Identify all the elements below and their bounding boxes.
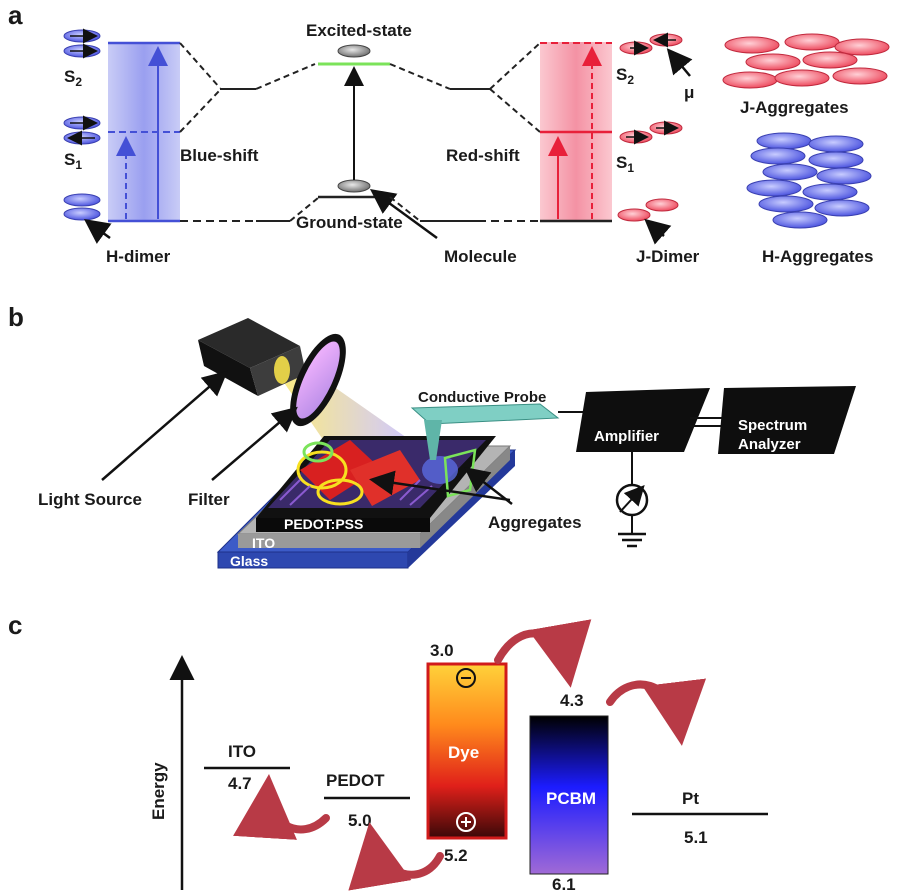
dye-bottom-value: 5.2: [444, 846, 468, 865]
glass-layer-label: Glass: [230, 553, 268, 569]
h-dimer-label: H-dimer: [106, 247, 171, 266]
pcbm-to-pt-arrow: [606, 678, 707, 746]
aggregates-pointer-1: [369, 470, 511, 502]
s2-right-label: S2: [616, 65, 634, 87]
dye-to-pedot-arrow: [348, 822, 444, 891]
electron-icon: [456, 668, 476, 688]
s1-left-label: S1: [64, 150, 82, 172]
j-dimer-label: J-Dimer: [636, 247, 700, 266]
pedot-pss-label: PEDOT:PSS: [284, 516, 363, 532]
ammeter-needle: [619, 485, 645, 513]
ground-state-label: Ground-state: [296, 213, 403, 232]
blue-shift-label: Blue-shift: [180, 146, 259, 165]
filter-label: Filter: [188, 490, 230, 509]
s2-left-label: S2: [64, 67, 82, 89]
ito-value: 4.7: [228, 774, 252, 793]
filter-icon: [290, 333, 346, 427]
pcbm-top-value: 4.3: [560, 691, 584, 710]
amplifier-label: Amplifier: [594, 428, 659, 445]
excited-molecule-icon: [337, 44, 371, 58]
h-dimer-pointer-arrow: [83, 219, 112, 244]
panel-a: a S2 S1 Blue-shift: [8, 0, 890, 266]
j-aggregates-icon: [722, 33, 890, 89]
spectrum-analyzer-box: [718, 386, 856, 454]
dye-top-value: 3.0: [430, 641, 454, 660]
transfer-arrows: [233, 619, 707, 891]
panel-a-letter: a: [8, 0, 23, 30]
ground-molecule-icon: [337, 179, 371, 193]
mu-label: μ: [684, 83, 694, 102]
excited-state-label: Excited-state: [306, 21, 412, 40]
molecule-pointer-arrow: [369, 189, 438, 240]
light-source-label: Light Source: [38, 490, 142, 509]
ito-label: ITO: [228, 742, 256, 761]
panel-b-letter: b: [8, 302, 24, 332]
filter-pointer: [211, 406, 298, 481]
conductive-probe-icon: [410, 403, 586, 460]
molecule-label: Molecule: [444, 247, 517, 266]
spectrum-analyzer-label-1: Spectrum: [738, 417, 807, 434]
dye-box: [426, 662, 508, 840]
panel-b: b: [8, 302, 856, 569]
panel-c: c Energy ITO 4.7 PEDOT 5.0 Dye 3.0 5.2 P…: [8, 610, 768, 894]
amplifier-box: [576, 388, 710, 452]
dye-to-pcbm-arrow: [494, 619, 592, 688]
mu-pointer-arrow: [666, 48, 693, 77]
j-aggregates-label: J-Aggregates: [740, 98, 849, 117]
light-source-icon: [198, 318, 306, 396]
h-dimer-icons: [63, 28, 101, 221]
right-connectors: [389, 42, 541, 222]
spectrum-analyzer-label-2: Analyzer: [738, 436, 801, 453]
pedot-label: PEDOT: [326, 771, 385, 790]
j-dimer-icons: [617, 32, 683, 222]
s1-right-label: S1: [616, 153, 634, 175]
left-connectors: [179, 42, 319, 222]
aggregates-label: Aggregates: [488, 513, 582, 532]
ground-icon: [618, 532, 646, 548]
pcbm-bottom-value: 6.1: [552, 875, 576, 894]
energy-axis-label: Energy: [149, 762, 168, 820]
dye-label: Dye: [448, 743, 479, 762]
pcbm-label: PCBM: [546, 789, 596, 808]
hole-icon: [456, 812, 476, 832]
panel-c-letter: c: [8, 610, 22, 640]
ito-layer-label: ITO: [252, 535, 275, 551]
red-shift-label: Red-shift: [446, 146, 520, 165]
j-dimer-pointer-arrow: [644, 218, 672, 245]
pedot-value: 5.0: [348, 811, 372, 830]
aggregates-pointer-2: [464, 466, 513, 505]
light-source-pointer: [101, 370, 228, 481]
pcbm-box: [529, 715, 609, 875]
h-aggregates-label: H-Aggregates: [762, 247, 873, 266]
conductive-probe-label: Conductive Probe: [418, 389, 546, 406]
pt-value: 5.1: [684, 828, 708, 847]
h-aggregates-icon: [746, 132, 872, 229]
pt-label: Pt: [682, 789, 699, 808]
pedot-to-ito-arrow: [233, 774, 330, 840]
